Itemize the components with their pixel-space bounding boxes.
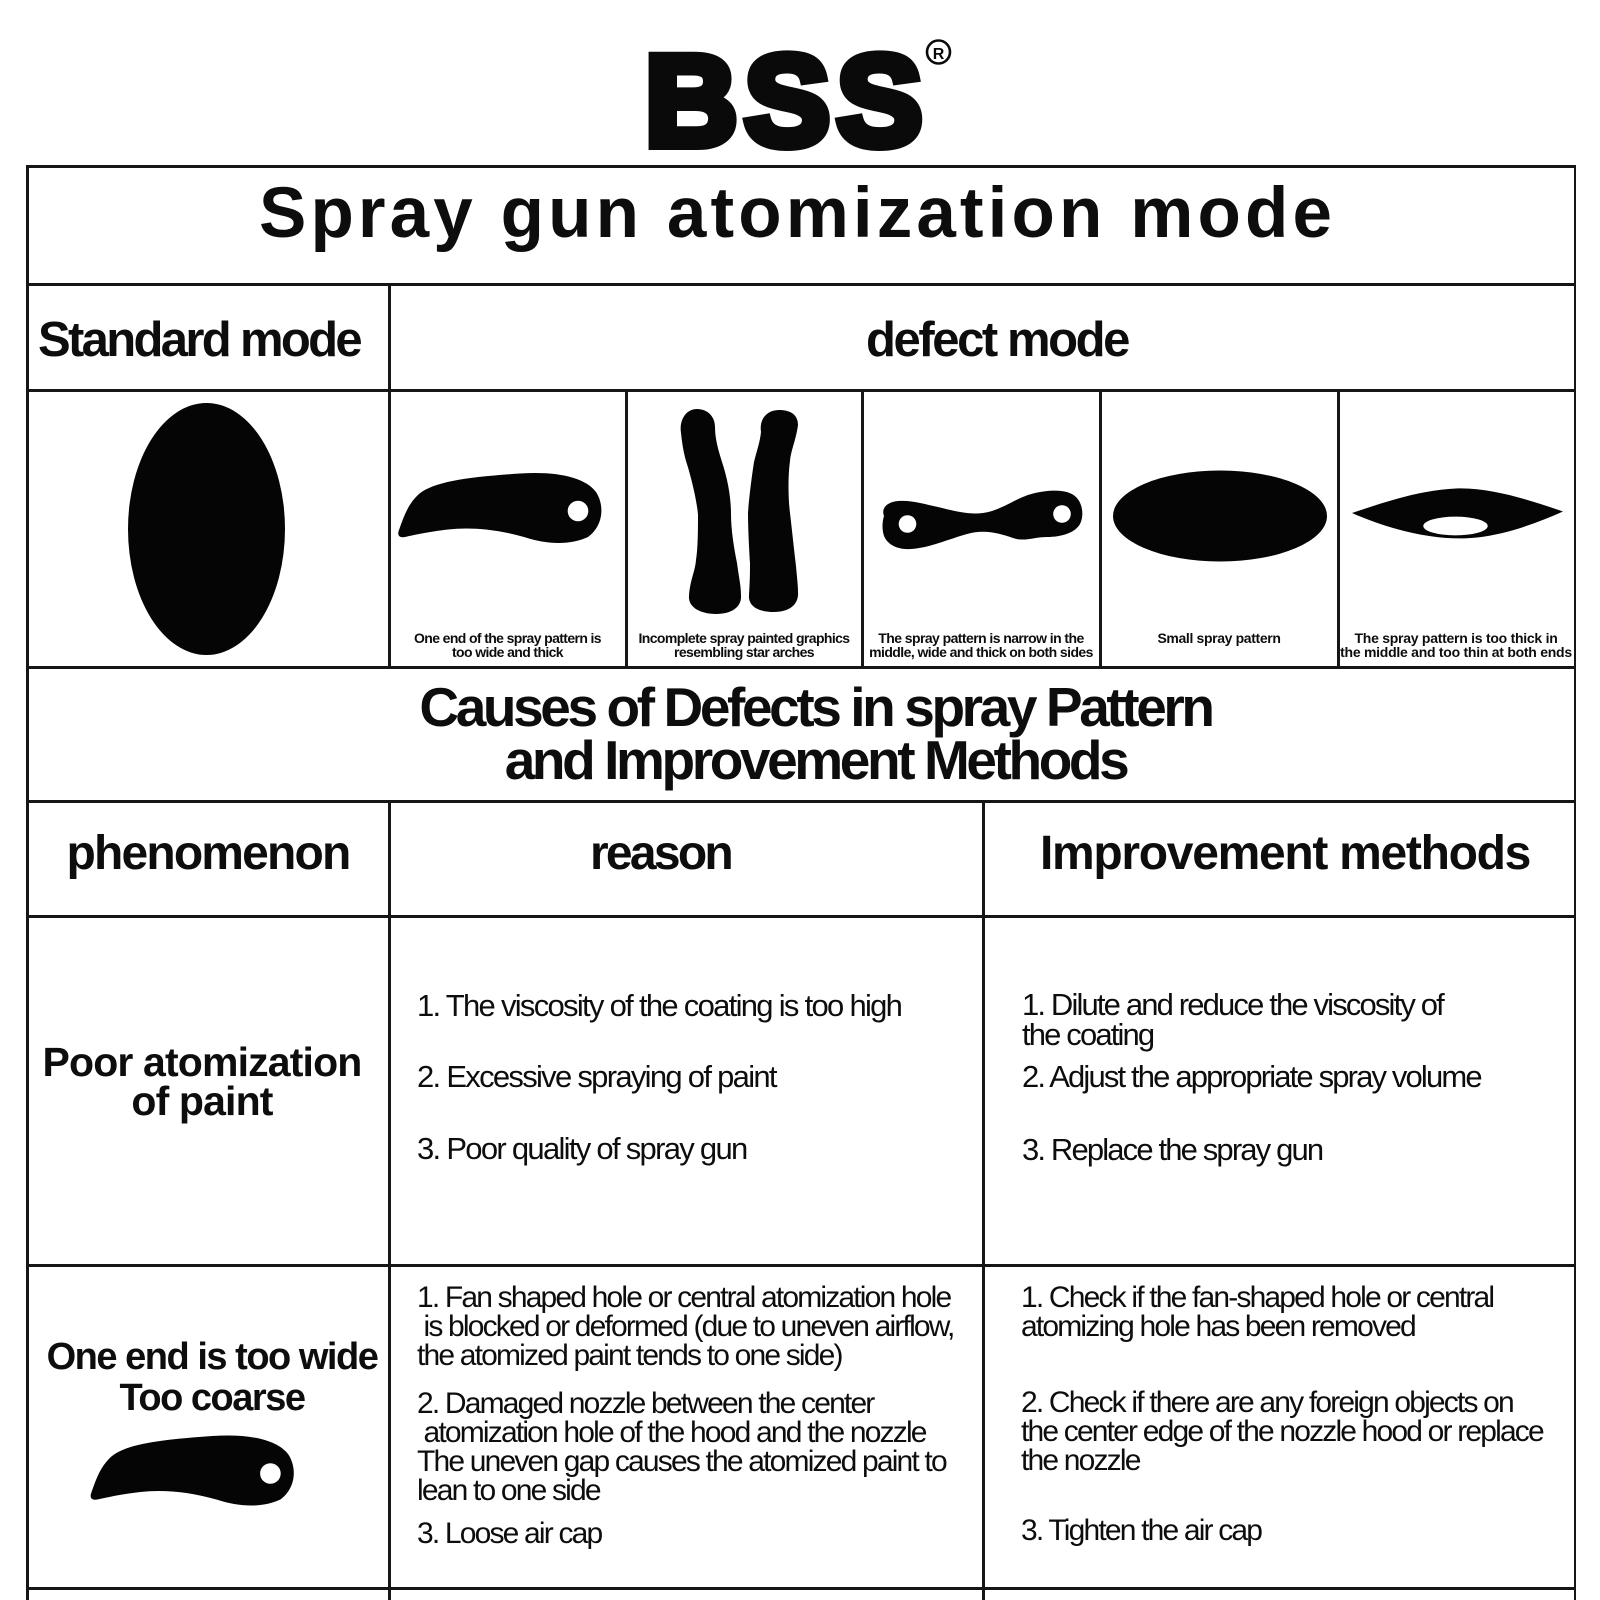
svg-text:R: R [933, 46, 945, 63]
svg-text:BSS: BSS [645, 30, 929, 173]
